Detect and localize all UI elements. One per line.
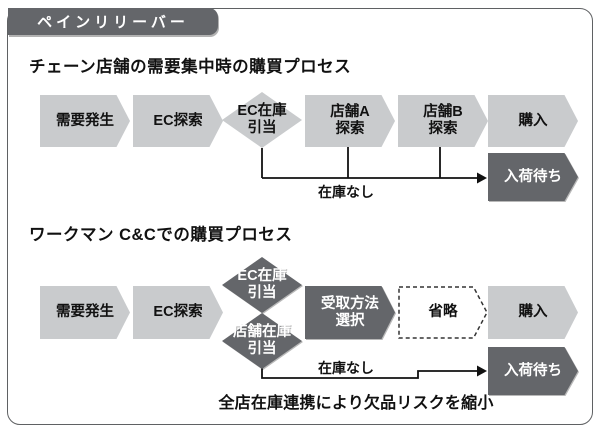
- chevron-shape: [40, 95, 130, 147]
- flow2-node-ec-search-label: EC探索: [153, 304, 203, 320]
- flow2-arrowhead: [477, 365, 487, 377]
- chevron-shape: [488, 286, 578, 339]
- chevron-shape: [488, 95, 578, 147]
- section1-title: チェーン店舗の需要集中時の購買プロセス: [29, 58, 352, 76]
- flow2-node-ec-search: EC探索: [133, 286, 223, 339]
- flow2-node-demand: 需要発生: [40, 286, 130, 339]
- chevron-shape: [133, 286, 223, 339]
- flow1-node-ec-stock-label: EC在庫 引当: [237, 103, 287, 136]
- flow1-node-store-b-label: 店舗B 探索: [423, 104, 463, 137]
- chevron-shape: [488, 153, 578, 201]
- flow1-node-purchase-label: 購入: [518, 112, 548, 129]
- dashed-chevron-shape: [398, 286, 488, 339]
- flow2-node-ec-stock-label: EC在庫 引当: [237, 268, 287, 301]
- flow1-arrowhead: [477, 172, 487, 184]
- flow2-node-backorder-label: 入荷待ち: [504, 362, 562, 379]
- flow2-node-purchase: 購入: [488, 286, 578, 339]
- chevron-shape: [133, 95, 223, 147]
- flow1-node-purchase: 購入: [488, 95, 578, 147]
- flow1-node-demand-label: 需要発生: [56, 112, 114, 129]
- flow1-node-store-a: 店舗A 探索: [305, 95, 395, 147]
- flow2-connectors: [261, 368, 478, 379]
- flow1-node-ec-stock: EC在庫 引当: [222, 92, 302, 148]
- chevron-shape: [398, 95, 488, 147]
- flow1-node-ec-search: EC探索: [133, 95, 223, 147]
- section2-title: ワークマン C&Cでの購買プロセス: [29, 226, 293, 244]
- flow1-branch-label: 在庫なし: [318, 184, 374, 200]
- flow1-node-ec-search-label: EC探索: [153, 112, 203, 129]
- flow2-node-pickup-method-label: 受取方法 選択: [321, 295, 379, 329]
- flow2-node-skip: 省略: [398, 286, 488, 339]
- chevron-shape: [488, 347, 578, 395]
- chevron-shape: [305, 286, 395, 339]
- flow2-node-store-stock: 店舗在庫 引当: [222, 313, 302, 369]
- outer-frame: [7, 8, 593, 425]
- flow2-node-skip-label: 省略: [428, 304, 458, 320]
- flow1-connectors: [261, 147, 478, 179]
- flow1-node-store-a-label: 店舗A 探索: [330, 104, 370, 137]
- chevron-shape: [305, 95, 395, 147]
- flow2-node-backorder: 入荷待ち: [488, 347, 578, 395]
- flow2-node-purchase-label: 購入: [518, 304, 548, 320]
- flow1-node-store-b: 店舗B 探索: [398, 95, 488, 147]
- flow2-branch-line: [261, 368, 478, 379]
- flow1-node-backorder: 入荷待ち: [488, 153, 578, 201]
- chevron-shape: [40, 286, 130, 339]
- pain-reliever-badge: ペインリリーバー: [8, 8, 218, 35]
- flow2-node-demand-label: 需要発生: [56, 304, 114, 320]
- flow2-node-pickup-method: 受取方法 選択: [305, 286, 395, 339]
- flow2-node-store-stock-label: 店舗在庫 引当: [233, 324, 291, 357]
- flow1-node-demand: 需要発生: [40, 95, 130, 147]
- pain-reliever-badge-label: ペインリリーバー: [37, 14, 189, 31]
- flow2-note: 全店在庫連携により欠品リスクを縮小: [218, 395, 494, 412]
- flow1-node-backorder-label: 入荷待ち: [504, 168, 562, 185]
- flow2-node-ec-stock: EC在庫 引当: [222, 257, 302, 313]
- flow2-branch-label: 在庫なし: [318, 360, 374, 376]
